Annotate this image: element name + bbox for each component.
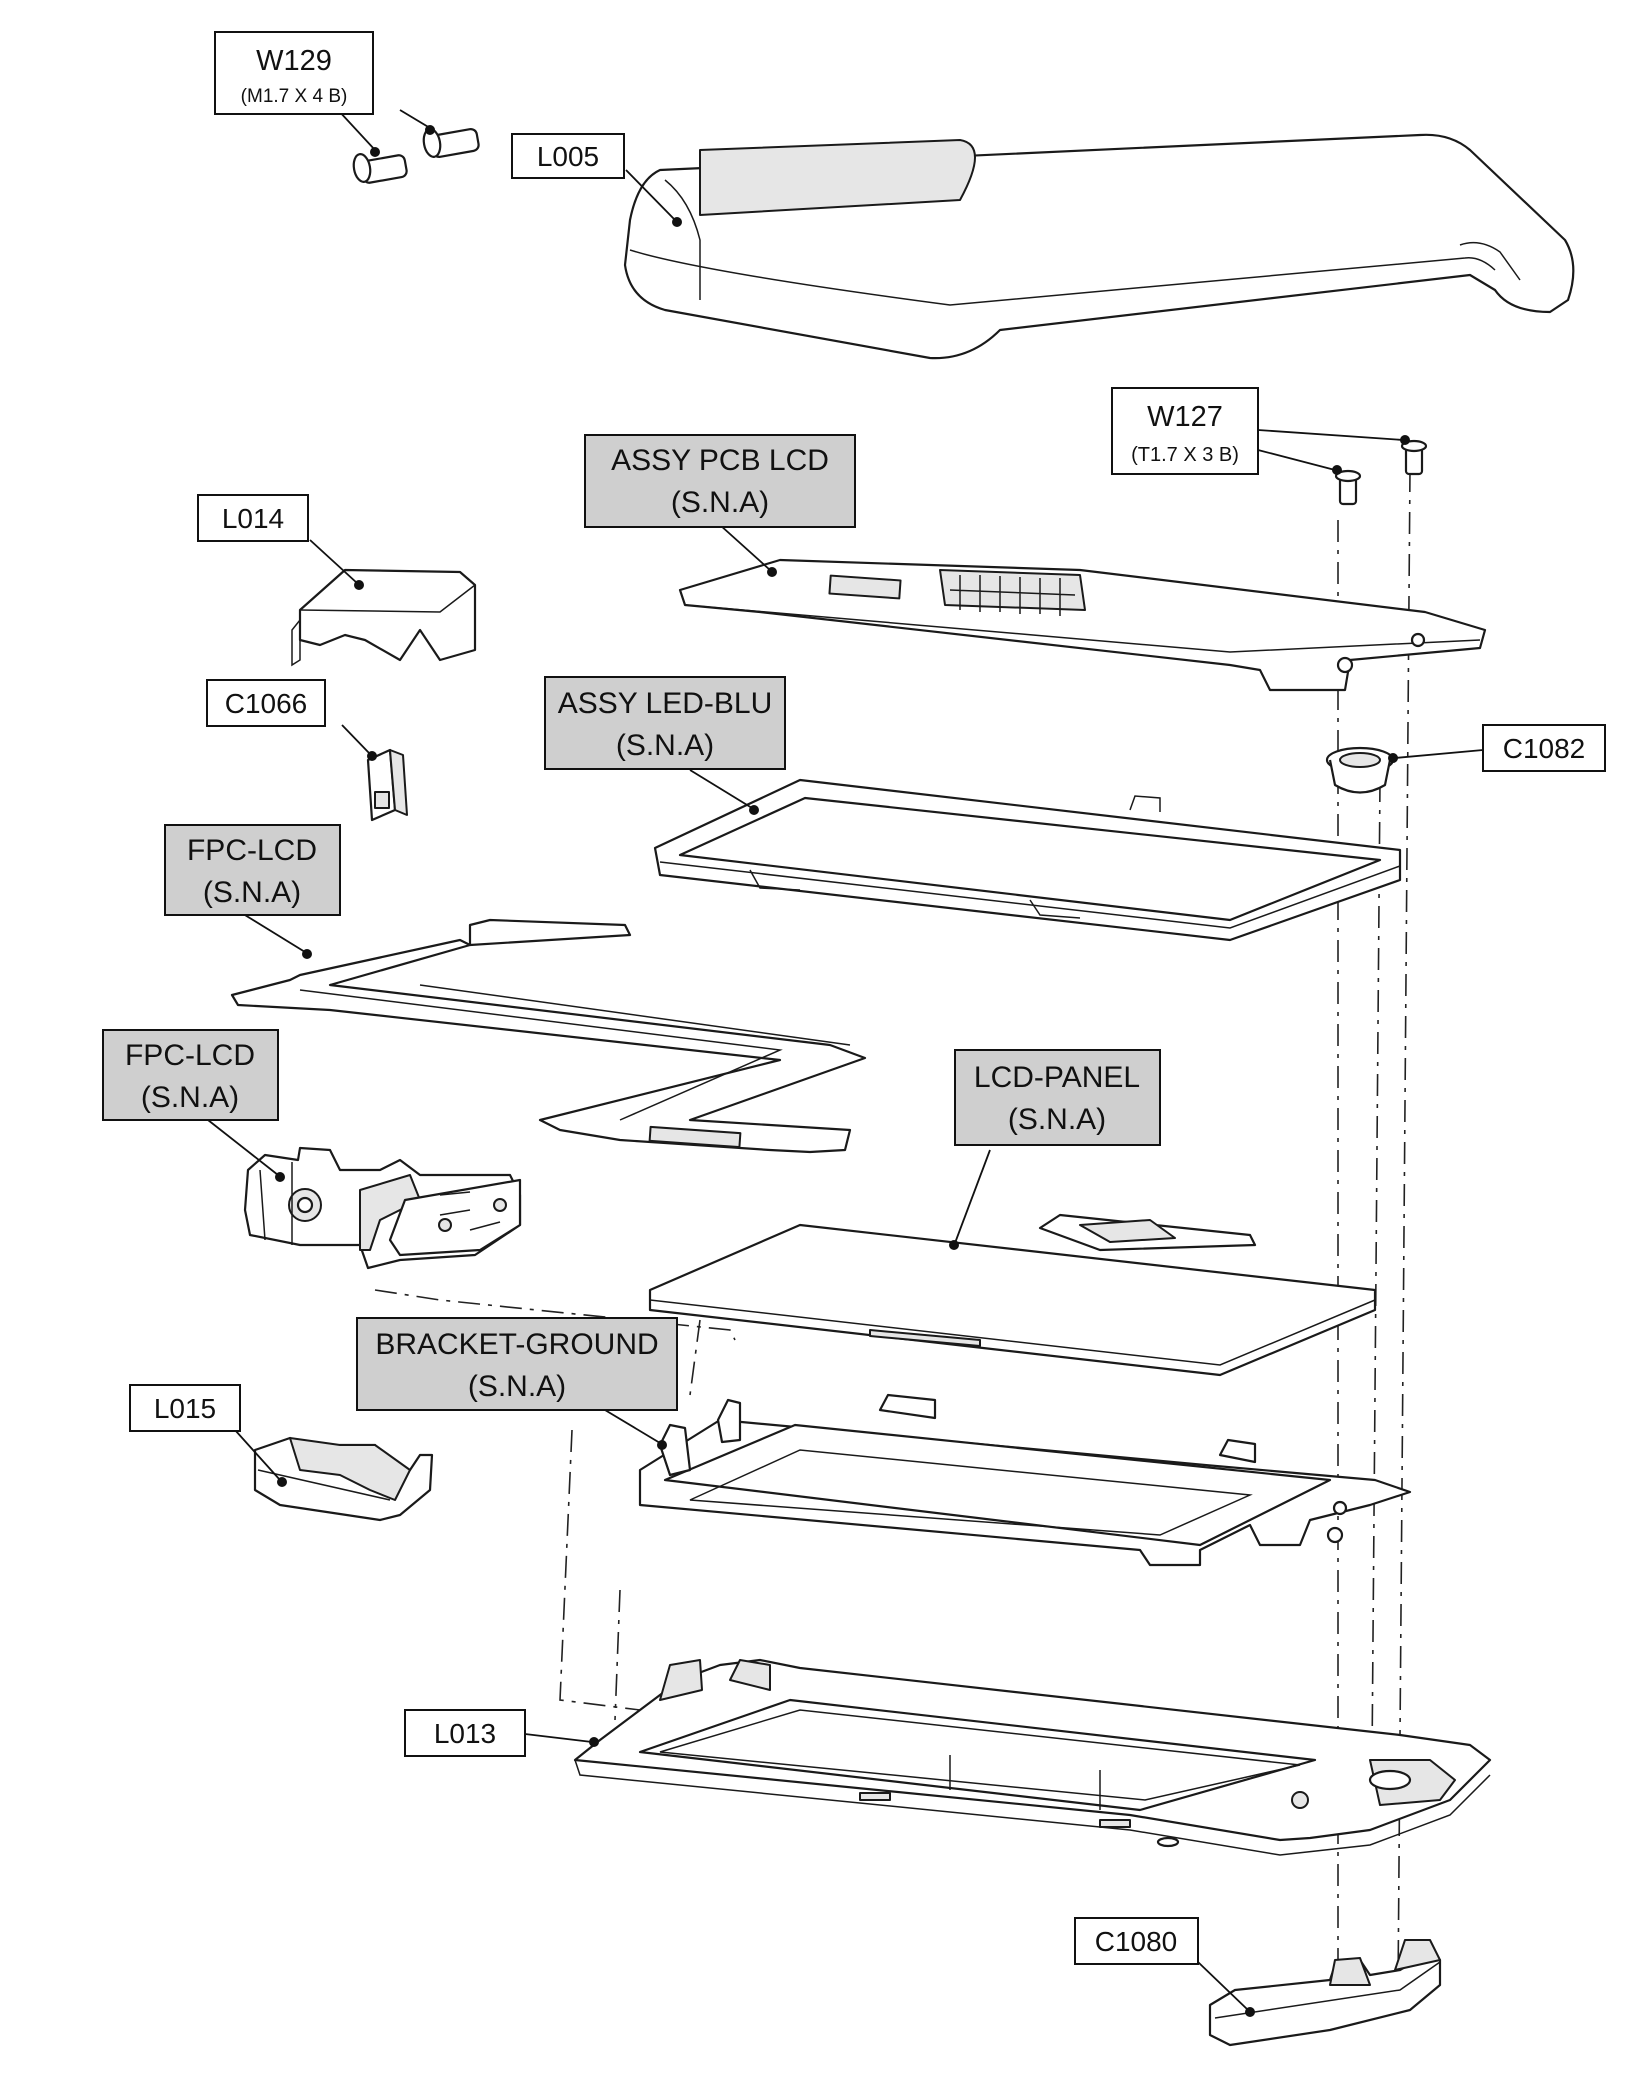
label-fpc-lcd-2: FPC-LCD (S.N.A)	[102, 1029, 279, 1121]
label-w127: W127 (T1.7 X 3 B)	[1111, 387, 1259, 475]
label-c1080: C1080	[1074, 1917, 1199, 1965]
label-c1080-code: C1080	[1095, 1926, 1178, 1957]
label-w129-spec: (M1.7 X 4 B)	[241, 86, 348, 107]
label-w127-spec: (T1.7 X 3 B)	[1131, 444, 1239, 466]
w127-screws	[1334, 439, 1428, 506]
label-fpc-lcd-1-line2: (S.N.A)	[203, 876, 301, 909]
label-l005: L005	[511, 133, 625, 179]
fpc-lcd-hinge-part	[243, 1146, 522, 1270]
label-lcd-panel: LCD-PANEL (S.N.A)	[954, 1049, 1161, 1146]
label-l014: L014	[197, 494, 309, 542]
c1080-part	[1208, 1939, 1442, 2047]
l005-top-cover	[623, 133, 1575, 360]
bracket-ground-part	[638, 1393, 1412, 1567]
label-bracket-ground: BRACKET-GROUND (S.N.A)	[356, 1317, 678, 1411]
label-assy-pcb-lcd-line2: (S.N.A)	[671, 486, 769, 519]
label-l015: L015	[129, 1384, 241, 1432]
label-fpc-lcd-2-line2: (S.N.A)	[141, 1081, 239, 1114]
lcd-panel-part	[648, 1213, 1377, 1377]
label-assy-pcb-lcd-line1: ASSY PCB LCD	[611, 444, 829, 477]
c1066-part	[366, 748, 408, 822]
label-w129: W129 (M1.7 X 4 B)	[214, 31, 374, 115]
label-assy-pcb-lcd: ASSY PCB LCD (S.N.A)	[584, 434, 856, 528]
label-l013: L013	[404, 1709, 526, 1757]
label-c1066: C1066	[206, 679, 326, 727]
label-assy-led-blu: ASSY LED-BLU (S.N.A)	[544, 676, 786, 770]
label-assy-led-blu-line1: ASSY LED-BLU	[558, 687, 773, 720]
pcb-connector	[939, 569, 1086, 616]
label-c1066-code: C1066	[225, 688, 308, 719]
label-l015-code: L015	[154, 1393, 216, 1424]
label-fpc-lcd-1-line1: FPC-LCD	[187, 834, 317, 867]
c1082-part	[1325, 746, 1395, 794]
label-w129-code: W129	[256, 45, 332, 77]
assy-led-blu-part	[653, 778, 1402, 942]
label-w127-code: W127	[1147, 401, 1223, 433]
fpc-lcd-flex-cable	[230, 918, 867, 1154]
label-c1082-code: C1082	[1503, 733, 1586, 764]
label-fpc-lcd-1: FPC-LCD (S.N.A)	[164, 824, 341, 916]
label-l013-code: L013	[434, 1718, 496, 1749]
leader-lines	[207, 109, 1484, 2017]
label-assy-led-blu-line2: (S.N.A)	[616, 729, 714, 762]
label-bracket-ground-line1: BRACKET-GROUND	[375, 1328, 658, 1361]
l013-bottom-frame	[573, 1658, 1492, 1856]
l015-part	[253, 1436, 434, 1522]
w129-screws	[352, 128, 480, 184]
label-lcd-panel-line2: (S.N.A)	[1008, 1103, 1106, 1136]
l014-part	[291, 568, 477, 667]
assy-pcb-lcd-part	[678, 558, 1487, 692]
label-bracket-ground-line2: (S.N.A)	[468, 1370, 566, 1403]
label-l005-code: L005	[537, 141, 599, 172]
label-fpc-lcd-2-line1: FPC-LCD	[125, 1039, 255, 1072]
label-l014-code: L014	[222, 503, 284, 534]
label-lcd-panel-line1: LCD-PANEL	[974, 1061, 1140, 1094]
label-c1082: C1082	[1482, 724, 1606, 772]
